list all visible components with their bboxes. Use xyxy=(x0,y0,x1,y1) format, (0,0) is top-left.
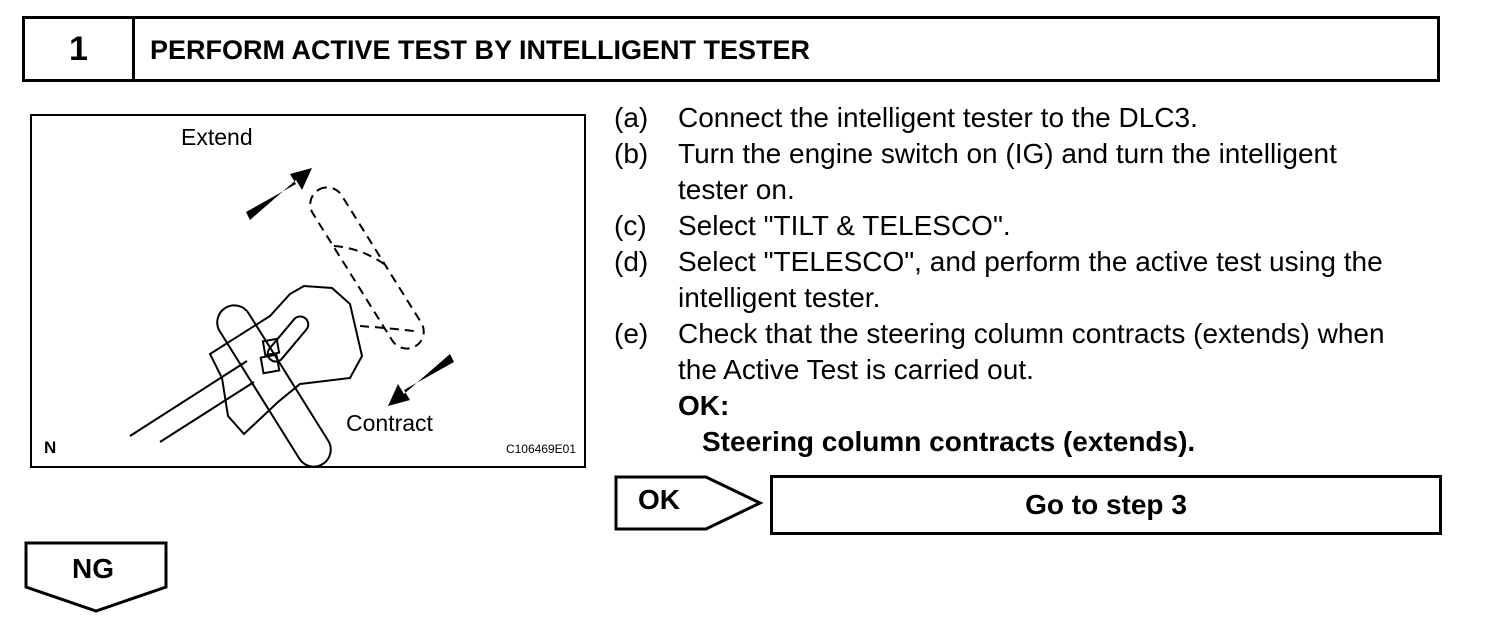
step-title: PERFORM ACTIVE TEST BY INTELLIGENT TESTE… xyxy=(150,35,811,65)
steering-column-illustration: Extend Contract N C106469E01 xyxy=(30,114,586,468)
step-letter: (e) xyxy=(614,318,649,349)
step-text-line: Connect the intelligent tester to the DL… xyxy=(678,102,1198,133)
step-item: (b) Turn the engine switch on (IG) and t… xyxy=(614,136,1474,208)
step-item: (e) Check that the steering column contr… xyxy=(614,316,1474,388)
step-text-line: Select "TILT & TELESCO". xyxy=(678,210,1011,241)
ok-branch-arrow xyxy=(614,475,764,531)
step-text-line: intelligent tester. xyxy=(678,282,881,313)
step-letter: (b) xyxy=(614,138,649,169)
ng-branch-arrow xyxy=(24,541,168,613)
step-text-line: Select "TELESCO", and perform the active… xyxy=(678,246,1383,277)
extend-label: Extend xyxy=(181,124,253,150)
ng-branch-label: NG xyxy=(72,553,114,584)
procedure-steps: (a) Connect the intelligent tester to th… xyxy=(614,100,1474,460)
ok-branch-label: OK xyxy=(638,484,680,515)
step-header: 1 PERFORM ACTIVE TEST BY INTELLIGENT TES… xyxy=(22,16,1440,82)
ok-result: Steering column contracts (extends). xyxy=(702,426,1196,457)
step-text-line: tester on. xyxy=(678,174,795,205)
figure-code: C106469E01 xyxy=(505,442,576,456)
step-text-line: the Active Test is carried out. xyxy=(678,354,1034,385)
steering-column-drawing xyxy=(129,168,454,466)
ok-heading: OK: xyxy=(678,390,730,421)
step-text-line: Turn the engine switch on (IG) and turn … xyxy=(678,138,1337,169)
step-number: 1 xyxy=(25,19,135,79)
ok-criteria: OK: Steering column contracts (extends). xyxy=(614,388,1474,460)
goto-step-label: Go to step 3 xyxy=(1025,489,1187,520)
step-letter: (a) xyxy=(614,102,649,133)
step-item: (d) Select "TELESCO", and perform the ac… xyxy=(614,244,1474,316)
step-letter: (d) xyxy=(614,246,649,277)
step-letter: (c) xyxy=(614,210,647,241)
step-item: (a) Connect the intelligent tester to th… xyxy=(614,100,1474,136)
step-item: (c) Select "TILT & TELESCO". xyxy=(614,208,1474,244)
contract-label: Contract xyxy=(346,410,433,436)
step-text-line: Check that the steering column contracts… xyxy=(678,318,1385,349)
figure-corner-mark: N xyxy=(44,438,57,457)
goto-step-button[interactable]: Go to step 3 xyxy=(770,475,1442,535)
